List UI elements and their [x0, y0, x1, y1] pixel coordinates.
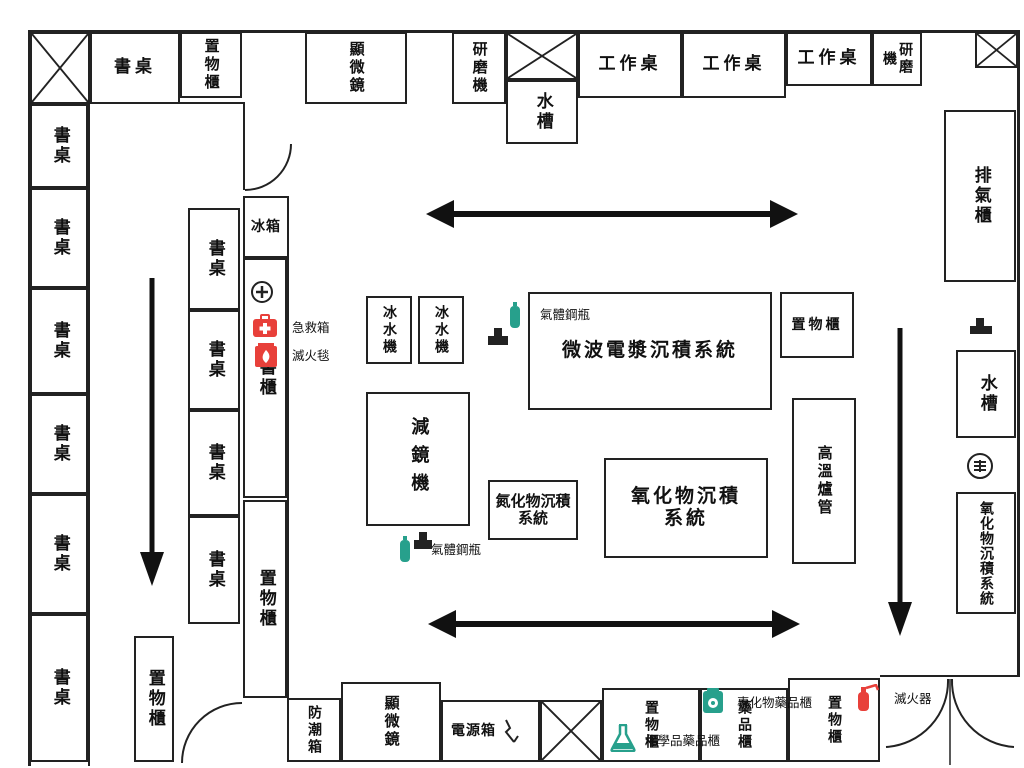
workbench-3: 工作桌 [786, 32, 872, 86]
gas-valve-lower [414, 532, 432, 549]
bookshelf-left-1: 書桌 [30, 104, 88, 188]
storage-cabinet-bottom-left: 置物櫃 [134, 636, 174, 762]
partition-wall-2 [287, 258, 289, 698]
fridge: 冰箱 [243, 196, 289, 258]
door-swing-upper [244, 143, 292, 191]
workbench-2: 工作桌 [682, 32, 786, 98]
arrow-horizontal-bottom [428, 610, 800, 638]
inner-wall-bottom-right [880, 675, 1020, 677]
storage-cabinet-left: 置物櫃 [243, 500, 287, 698]
door-swing-lower [181, 702, 243, 764]
first-aid-symbol [251, 281, 273, 303]
fire-blanket-label: 滅火毯 [292, 348, 330, 363]
freezer-2: 冰水機 [418, 296, 464, 364]
microscope-bottom: 顯微鏡 [341, 682, 441, 762]
outer-wall-top [28, 30, 1020, 33]
bookshelf-left-5: 書桌 [30, 494, 88, 614]
polisher: 減鏡機 [366, 392, 470, 526]
workbench-1: 工作桌 [578, 32, 682, 98]
bookshelf-left-4: 書桌 [30, 394, 88, 494]
bookshelf-inner-1: 書桌 [188, 208, 240, 310]
fire-extinguisher-icon [858, 684, 880, 711]
oxide-system: 氧化物沉積系統 [604, 458, 768, 558]
outer-wall-left [28, 30, 31, 766]
pillar-top-right [975, 32, 1018, 68]
gas-cylinder-label-1: 氣體鋼瓶 [540, 307, 591, 322]
fire-blanket-icon [255, 343, 277, 367]
pillar-top-middle [506, 32, 578, 80]
exhaust-cabinet: 排氣櫃 [944, 110, 1016, 282]
special-chem-cabinet-icon [703, 688, 723, 713]
grinder-top-right: 研磨機 [872, 32, 922, 86]
gas-cylinder-icon-1 [510, 302, 520, 328]
moisture-box: 防潮箱 [287, 698, 341, 762]
microwave-plasma-system: 微波電漿沉積系統 [528, 292, 772, 410]
partition-wall [243, 102, 245, 190]
bookshelf-inner-2: 書桌 [188, 310, 240, 410]
furnace-tube: 高溫爐管 [792, 398, 856, 564]
microscope-top: 顯微鏡 [305, 32, 407, 104]
book-cabinet: 書櫃 [243, 258, 287, 498]
bookshelf-left-3: 書桌 [30, 288, 88, 394]
arrow-vertical-left [140, 278, 164, 586]
storage-cabinet-center: 置物櫃 [780, 292, 854, 358]
sink-right: 水槽 [956, 350, 1016, 438]
nitride-system: 氮化物沉積系統 [488, 480, 578, 540]
first-aid-label: 急救箱 [292, 320, 330, 335]
storage-cabinet-bottom-1: 置物櫃 [602, 688, 700, 762]
chemical-flask-icon [610, 724, 636, 752]
pillar-bottom [540, 700, 602, 762]
sink-top: 水槽 [506, 80, 578, 144]
arrow-horizontal-top [426, 200, 798, 228]
freezer-1: 冰水機 [366, 296, 412, 364]
oxide-system-vertical: 氧化物沉積系統 [956, 492, 1016, 614]
storage-cabinet-top: 置物櫃 [180, 32, 242, 98]
inner-wall-left [88, 102, 90, 766]
bookshelf-left-6: 書桌 [30, 614, 88, 762]
grinder-top: 研磨機 [452, 32, 506, 104]
special-chem-cabinet-label: 專化物藥品櫃 [737, 695, 813, 710]
pillar-top-left [30, 32, 90, 104]
bookshelf-left-2: 書桌 [30, 188, 88, 288]
arrow-vertical-right [888, 328, 912, 636]
bookshelf-top: 書桌 [90, 32, 180, 104]
gas-valve-center [488, 328, 508, 345]
bookshelf-inner-3: 書桌 [188, 410, 240, 516]
power-plug-icon [504, 719, 519, 743]
chemical-cabinet-label: 化學品藥品櫃 [645, 733, 721, 748]
bookshelf-inner-4: 書桌 [188, 516, 240, 624]
fire-extinguisher-label: 滅火器 [894, 691, 932, 706]
outer-wall-right [1017, 30, 1020, 675]
first-aid-kit-icon [253, 314, 277, 337]
hazard-circle-symbol [967, 453, 993, 479]
gas-valve-right [970, 318, 992, 334]
power-box: 電源箱 [441, 700, 540, 762]
power-box-label: 電源箱 [451, 722, 496, 739]
gas-cylinder-icon-2 [400, 536, 410, 562]
gas-cylinder-label-2: 氣體鋼瓶 [431, 542, 482, 557]
double-door-swing [885, 678, 1015, 765]
